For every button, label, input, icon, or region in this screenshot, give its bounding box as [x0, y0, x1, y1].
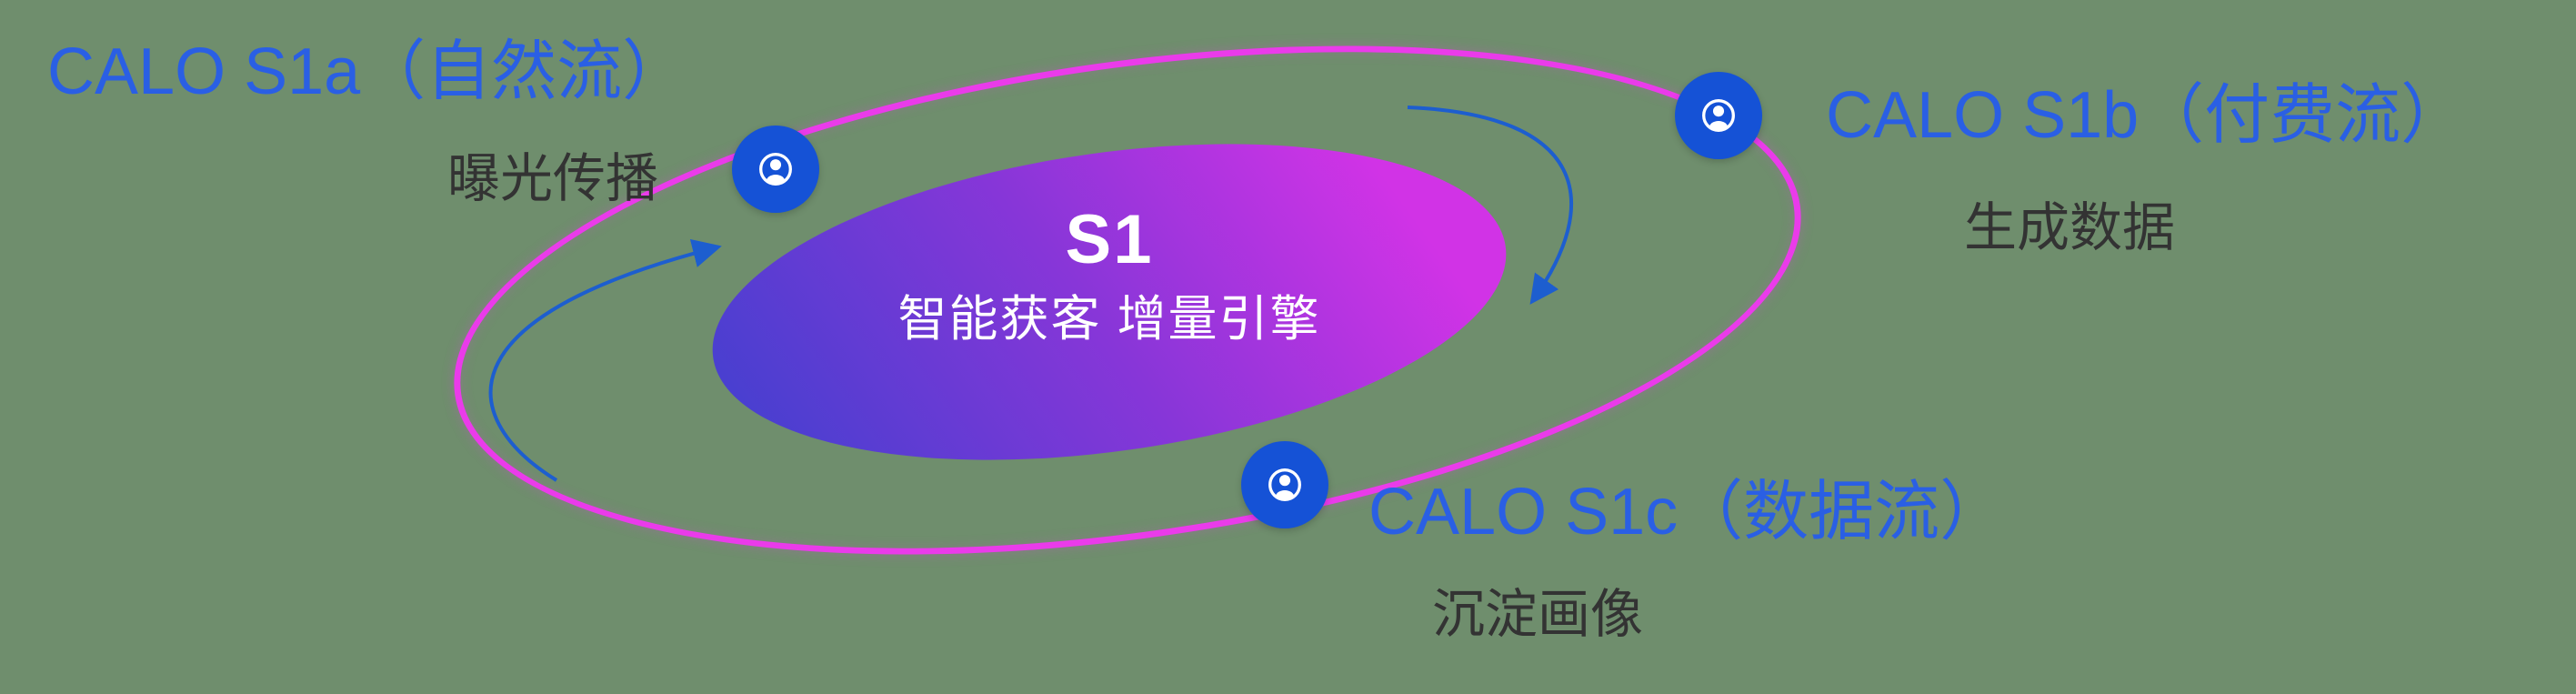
label-s1a-title: CALO S1a（自然流）: [47, 35, 688, 108]
user-circle-icon: [1702, 99, 1735, 132]
label-s1c-title: CALO S1c（数据流）: [1368, 476, 2006, 548]
label-s1c-subtitle: 沉淀画像: [1432, 585, 1644, 644]
user-circle-icon: [1268, 468, 1301, 501]
core-subtitle: 智能获客 增量引擎: [897, 291, 1321, 347]
core-title: S1: [1065, 201, 1154, 278]
core-text-block: S1 智能获客 增量引擎: [818, 202, 1400, 347]
node-s1c: [1241, 441, 1328, 528]
label-s1b-subtitle: 生成数据: [1964, 198, 2176, 257]
node-s1b: [1675, 72, 1762, 159]
node-s1a: [732, 126, 819, 213]
label-s1b-title: CALO S1b（付费流）: [1826, 79, 2467, 152]
user-circle-icon: [759, 153, 792, 186]
label-s1a-subtitle: 曝光传播: [447, 149, 659, 208]
